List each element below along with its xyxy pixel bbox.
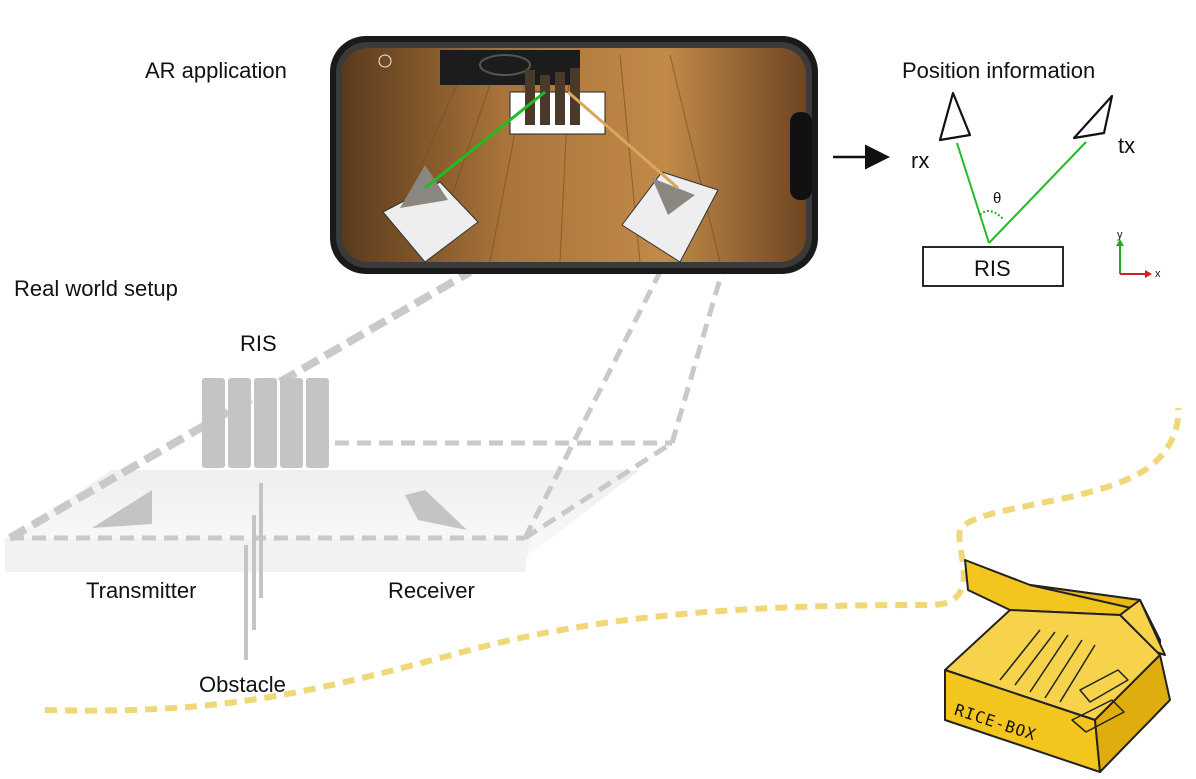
rx-label: rx (911, 148, 930, 173)
tx-label: tx (1118, 133, 1136, 158)
real-world-setup-label: Real world setup (14, 276, 178, 301)
transmitter-label: Transmitter (86, 578, 197, 603)
receiver-label: Receiver (388, 578, 475, 603)
phone (330, 36, 818, 274)
position-schematic (922, 91, 1152, 287)
ris-box-label: RIS (974, 256, 1011, 281)
axis-y-label: y (1117, 229, 1123, 241)
ris-top-label: RIS (240, 331, 277, 356)
transmitter-horn (92, 490, 152, 528)
obstacle-shape (244, 483, 263, 660)
ris-panel (202, 378, 329, 468)
theta-label: θ (993, 190, 1002, 207)
position-information-label: Position information (902, 58, 1096, 83)
obstacle-label: Obstacle (199, 672, 286, 697)
rice-box (944, 559, 1171, 773)
receiver-horn (405, 490, 467, 530)
ar-application-label: AR application (145, 58, 287, 83)
yellow-dashed-path (44, 407, 1182, 714)
axis-x-label: x (1155, 268, 1161, 280)
